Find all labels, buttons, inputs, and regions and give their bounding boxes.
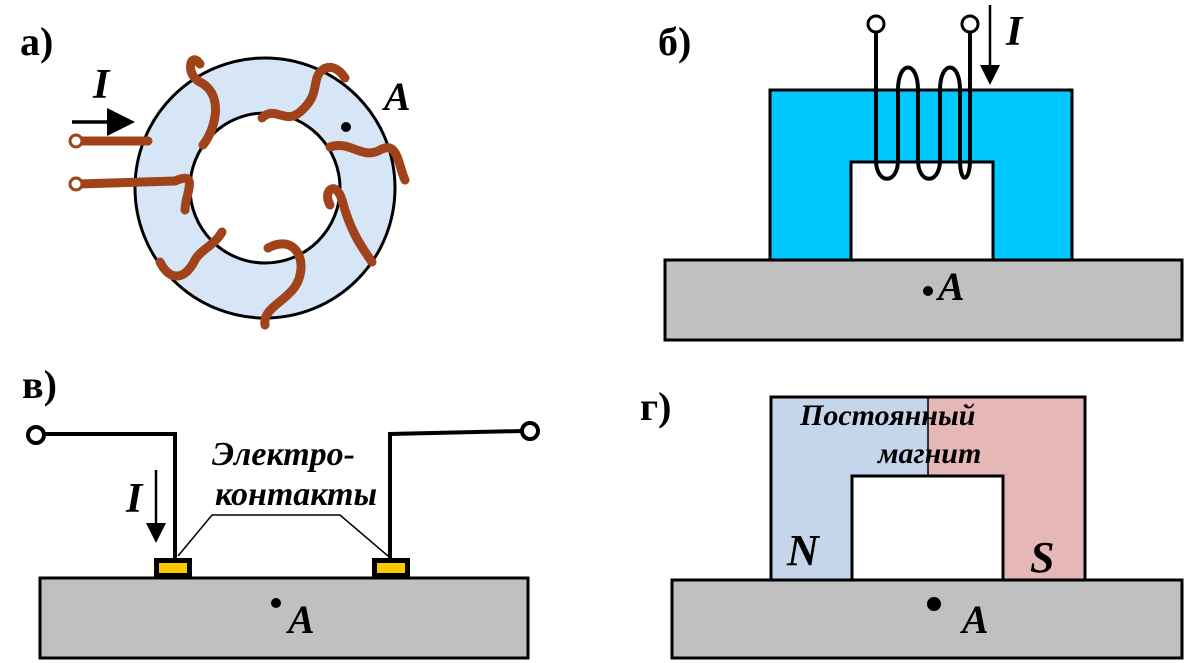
electromagnet-yoke bbox=[768, 88, 1074, 262]
point-a-label-b: A bbox=[935, 264, 965, 309]
panel-b-label: б) bbox=[658, 19, 691, 64]
magnet-south-half bbox=[928, 397, 1085, 580]
contact-left-pad bbox=[159, 563, 187, 573]
workpiece-v bbox=[38, 576, 530, 660]
panel-g-label: г) bbox=[640, 384, 671, 429]
contacts-label-line2: контакты bbox=[215, 476, 377, 513]
current-label-b: I bbox=[1005, 9, 1024, 55]
point-a-dot-a bbox=[341, 122, 351, 132]
wire-left bbox=[44, 432, 177, 558]
point-a-dot-b bbox=[923, 286, 933, 296]
current-label-a: I bbox=[92, 62, 111, 108]
current-label-v: I bbox=[125, 476, 144, 522]
point-a-dot-v bbox=[271, 598, 281, 608]
point-a-label-a: A bbox=[381, 74, 411, 119]
magnet-north-half bbox=[771, 397, 928, 580]
panel-b: б) I A bbox=[658, 5, 1184, 342]
workpiece-g bbox=[670, 578, 1184, 660]
terminal-v-left bbox=[26, 425, 46, 445]
contacts-label-line1: Электро- bbox=[212, 436, 355, 473]
south-pole-label: S bbox=[1030, 533, 1054, 582]
terminal-b-right bbox=[960, 14, 980, 34]
wire-right bbox=[388, 429, 523, 558]
lead-wire-bottom bbox=[73, 176, 180, 189]
toroid-winding bbox=[155, 55, 410, 330]
magnet-outline bbox=[769, 395, 1087, 582]
terminal-a-top bbox=[68, 133, 84, 149]
point-a-dot-g bbox=[927, 597, 941, 611]
panel-g: г) Постоянный магнит N S A bbox=[640, 384, 1184, 660]
panel-a: а) I A bbox=[20, 19, 411, 330]
terminal-b-left bbox=[866, 14, 886, 34]
terminal-a-bottom bbox=[68, 176, 84, 192]
contacts-leader bbox=[177, 514, 389, 557]
contact-right-pad bbox=[377, 563, 405, 573]
panel-a-label: а) bbox=[20, 19, 53, 64]
north-pole-label: N bbox=[786, 526, 821, 575]
point-a-label-v: A bbox=[285, 597, 315, 642]
terminal-v-right bbox=[520, 421, 540, 441]
magnet-label-line2: магнит bbox=[876, 437, 981, 470]
point-a-label-g: A bbox=[959, 597, 989, 642]
panel-v-label: в) bbox=[22, 362, 57, 407]
yoke-coil bbox=[874, 30, 972, 181]
panel-v: в) Электро- контакты I A bbox=[22, 362, 540, 660]
magnet-label-line1: Постоянный bbox=[799, 399, 975, 432]
workpiece-b bbox=[663, 258, 1184, 342]
